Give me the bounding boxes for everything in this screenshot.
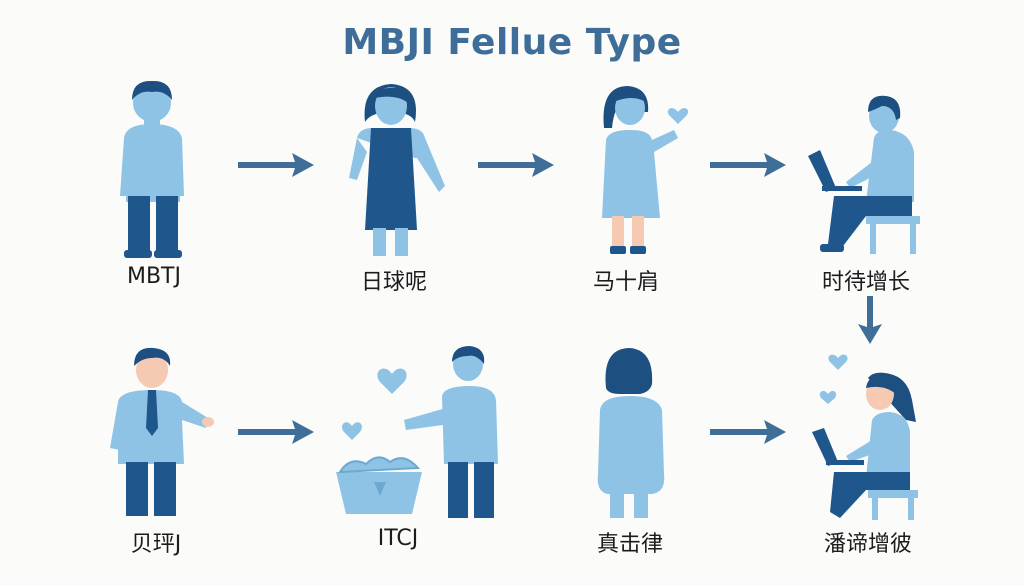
node-label: 马十肩: [592, 270, 659, 295]
person-laptop-icon: [808, 95, 920, 254]
arrow-right-icon: [238, 153, 314, 177]
arrow-right-icon: [238, 420, 314, 444]
node-label: 真击律: [596, 532, 663, 557]
girl-heart-icon: [602, 86, 689, 254]
woman-dress-icon: [349, 84, 445, 256]
arrow-right-icon: [710, 420, 786, 444]
standing-man-icon: [120, 80, 184, 258]
woman-back-icon: [597, 348, 665, 518]
page-title: MBJI Fellue Type: [342, 22, 682, 63]
node-label: 贝玶J: [130, 532, 182, 557]
arrow-right-icon: [478, 153, 554, 177]
person-basket-hearts-icon: [336, 346, 498, 518]
node-label: MBTJ: [126, 264, 181, 289]
node-label: 潘谛增彼: [823, 532, 912, 557]
node-label: 日球呢: [360, 270, 427, 295]
node-label: ITCJ: [377, 526, 419, 551]
arrow-right-icon: [710, 153, 786, 177]
woman-laptop-hearts-icon: [812, 354, 918, 520]
node-label: 时待增长: [821, 270, 910, 295]
man-tie-icon: [110, 347, 214, 516]
arrow-down-icon: [858, 296, 882, 344]
